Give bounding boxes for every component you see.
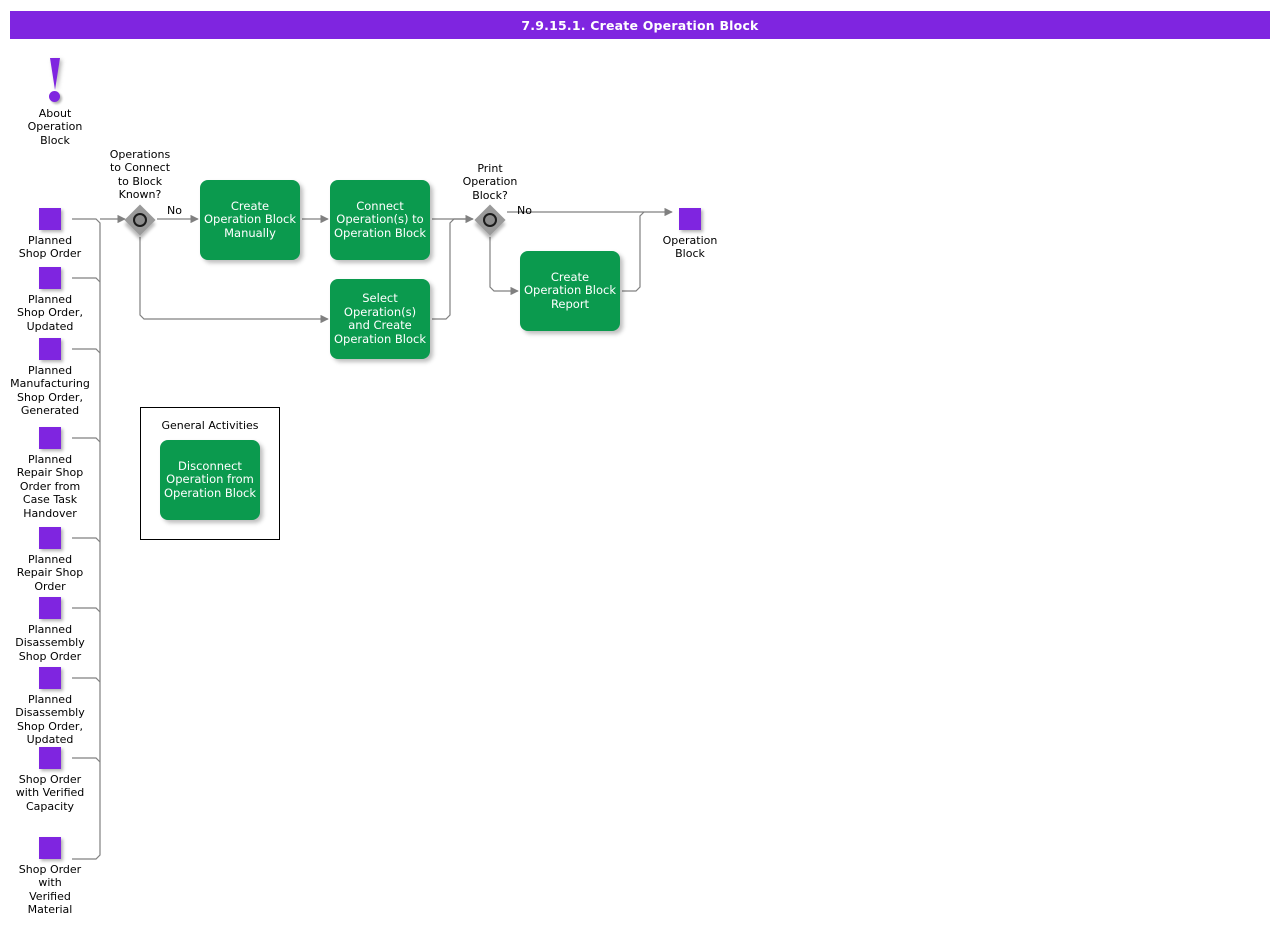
activity-label: Create Operation Block Report xyxy=(524,269,616,311)
input-node-shop-order-with-verified-capacity[interactable]: Shop Order with Verified Capacity xyxy=(0,747,100,813)
data-object-icon xyxy=(679,208,701,230)
input-node-label: Planned Disassembly Shop Order, Updated xyxy=(15,693,85,747)
input-node-label: Planned Disassembly Shop Order xyxy=(15,623,85,663)
input-node-planned-disassembly-shop-order-updated[interactable]: Planned Disassembly Shop Order, Updated xyxy=(0,667,100,747)
exclamation-icon xyxy=(44,58,66,104)
decision-label-print-operation-block: Print Operation Block? xyxy=(462,162,518,202)
input-node-shop-order-with-verified-material[interactable]: Shop Order with Verified Material xyxy=(0,837,100,917)
data-object-icon xyxy=(39,597,61,619)
activity-disconnect-operation-from-operation-block[interactable]: Disconnect Operation from Operation Bloc… xyxy=(160,440,260,520)
page-title-bar: 7.9.15.1. Create Operation Block xyxy=(10,11,1270,39)
data-object-icon xyxy=(39,667,61,689)
decision-hole-icon xyxy=(483,213,497,227)
output-node-operation-block[interactable]: Operation Block xyxy=(640,208,740,261)
output-node-label: Operation Block xyxy=(662,234,718,261)
activity-connect-operations-to-operation-block[interactable]: Connect Operation(s) to Operation Block xyxy=(330,180,430,260)
input-node-planned-shop-order[interactable]: Planned Shop Order xyxy=(0,208,100,261)
decision-label-operations-to-connect-to-block-known: Operations to Connect to Block Known? xyxy=(109,148,171,202)
data-object-icon xyxy=(39,338,61,360)
activity-create-operation-block-report[interactable]: Create Operation Block Report xyxy=(520,251,620,331)
input-node-label: Planned Shop Order, Updated xyxy=(17,293,83,333)
data-object-icon xyxy=(39,837,61,859)
about-operation-block-node[interactable]: About Operation Block xyxy=(5,58,105,147)
data-object-icon xyxy=(39,208,61,230)
input-node-planned-repair-shop-order-from-case-task-handover[interactable]: Planned Repair Shop Order from Case Task… xyxy=(0,427,100,520)
input-node-planned-manufacturing-shop-order-generated[interactable]: Planned Manufacturing Shop Order, Genera… xyxy=(0,338,100,418)
activity-label: Select Operation(s) and Create Operation… xyxy=(334,291,426,346)
activity-label: Disconnect Operation from Operation Bloc… xyxy=(164,458,256,500)
decision-hole-icon xyxy=(133,213,147,227)
input-node-label: Planned Shop Order xyxy=(18,234,82,261)
data-object-icon xyxy=(39,527,61,549)
input-node-planned-repair-shop-order[interactable]: Planned Repair Shop Order xyxy=(0,527,100,593)
wire-select-to-decision-2 xyxy=(432,218,473,320)
input-node-label: Planned Repair Shop Order from Case Task… xyxy=(16,453,84,520)
data-object-icon xyxy=(39,747,61,769)
activity-label: Connect Operation(s) to Operation Block xyxy=(334,198,426,240)
activity-select-operations-and-create-operation-block[interactable]: Select Operation(s) and Create Operation… xyxy=(330,279,430,359)
page-title: 7.9.15.1. Create Operation Block xyxy=(521,17,759,33)
input-node-planned-shop-order-updated[interactable]: Planned Shop Order, Updated xyxy=(0,267,100,333)
activity-create-operation-block-manually[interactable]: Create Operation Block Manually xyxy=(200,180,300,260)
input-node-label: Shop Order with Verified Capacity xyxy=(15,773,85,813)
input-node-label: Planned Repair Shop Order xyxy=(16,553,84,593)
decision-print-operation-block[interactable] xyxy=(474,204,506,236)
activity-label: Create Operation Block Manually xyxy=(204,198,296,240)
edge-label-no-2: No xyxy=(517,204,532,217)
edge-label-no-1: No xyxy=(167,204,182,217)
wire-decision2-yes xyxy=(489,237,519,296)
general-activities-title: General Activities xyxy=(161,419,259,432)
data-object-icon xyxy=(39,427,61,449)
about-operation-block-label: About Operation Block xyxy=(27,107,83,147)
input-node-label: Shop Order with Verified Material xyxy=(18,863,82,917)
data-object-icon xyxy=(39,267,61,289)
decision-operations-to-connect-to-block-known[interactable] xyxy=(124,204,156,236)
input-node-label: Planned Manufacturing Shop Order, Genera… xyxy=(10,364,90,418)
input-node-planned-disassembly-shop-order[interactable]: Planned Disassembly Shop Order xyxy=(0,597,100,663)
